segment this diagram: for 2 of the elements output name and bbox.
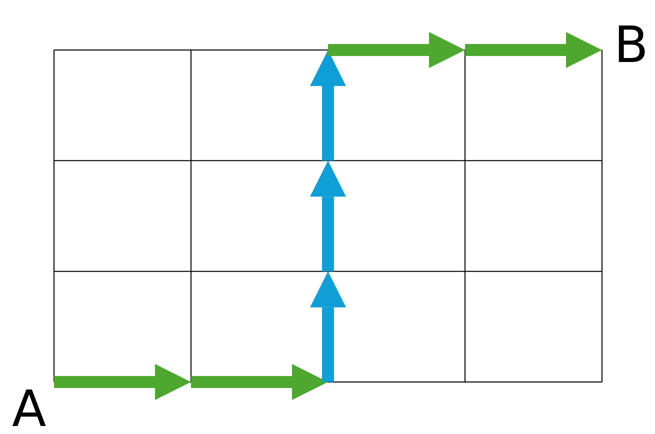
point-label: A [12, 384, 46, 434]
point-label: B [614, 20, 648, 70]
